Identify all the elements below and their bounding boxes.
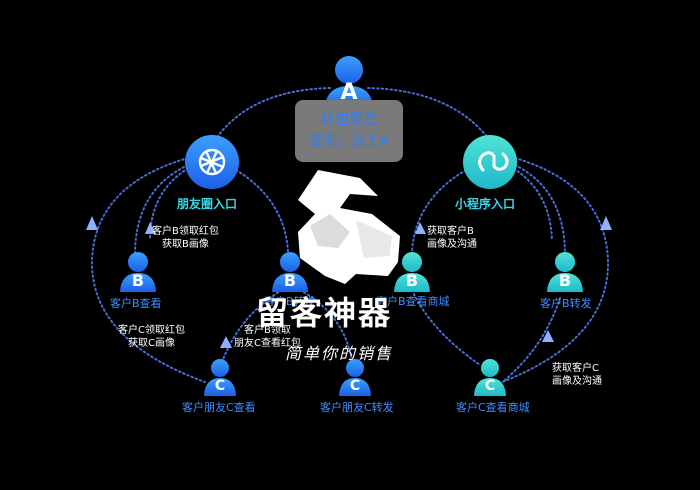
person-b3 [394,252,430,292]
rabbit-logo [298,170,400,284]
node-c3-letter: C [484,378,496,394]
red-packet-box: 红包裂变 举例：员工A [295,100,403,162]
person-c2 [339,359,371,396]
arrow-c-icon [220,336,232,348]
line-outer-right [501,157,610,383]
node-c2-letter: C [349,378,361,394]
node-b3-letter: B [405,271,419,290]
link-icon [478,151,509,172]
c3-label: 客户C查看商城 [456,401,530,414]
person-b2 [272,252,308,292]
line-b3-to-c [411,289,481,366]
brand-slogan: 简单你的销售 [285,344,394,363]
line-b4-to-c3 [504,297,561,381]
line-moments-to-b2 [235,169,289,253]
line-a-to-miniapp [367,87,489,139]
note-b-profile: 获取客户B 画像及沟通 [427,226,477,250]
arrow-mid-icon [145,222,156,234]
person-b4 [547,252,583,292]
brand-name: 留客神器 [256,294,393,332]
node-a-letter: A [340,80,358,105]
arrow-right-icon [600,216,612,230]
arrow-mid2-icon [415,222,426,234]
line-miniapp-to-b4 [514,164,566,256]
miniapp-entry [463,135,517,189]
line-outer-left [90,157,206,383]
b1-label: 客户B查看 [110,297,162,310]
note-c-profile: 获取客户C 画像及沟通 [552,363,602,387]
note-friend-c: 客户B领取 朋友C查看红包 [234,325,301,349]
node-b2-letter: B [283,271,297,290]
node-b4-letter: B [558,271,572,290]
arrow-c2-icon [542,330,554,342]
c1-label: 客户朋友C查看 [182,401,256,414]
line-miniapp-to-b3 [411,169,467,253]
c2-label: 客户朋友C转发 [320,401,394,414]
moments-entry-label: 朋友圈入口 [177,197,238,211]
b4-label: 客户B转发 [540,297,592,310]
arrow-left-icon [86,216,98,230]
center-title: 红包裂变 [321,112,377,128]
b3-label: 客户B查看商城 [376,295,450,308]
node-c1-letter: C [214,378,226,394]
line-moments-to-b1 [134,164,189,256]
miniapp-entry-label: 小程序入口 [455,197,516,211]
moments-entry [185,135,239,189]
note-c-red-packet: 客户C领取红包 获取C画像 [118,325,185,349]
center-example: 举例：员工A [309,134,389,150]
line-b2-to-c2 [299,289,353,363]
node-b1-letter: B [131,271,145,290]
aperture-icon [198,148,226,176]
person-b1 [120,252,156,292]
person-c3 [474,359,506,396]
line-b2-to-c1 [221,289,283,363]
b2-label: 客户B转发 [264,295,316,308]
arrow-heads [86,216,612,348]
person-c1 [204,359,236,396]
line-a-to-moments [214,87,331,141]
note-b-red-packet: 客户B领取红包 获取B画像 [152,226,219,250]
